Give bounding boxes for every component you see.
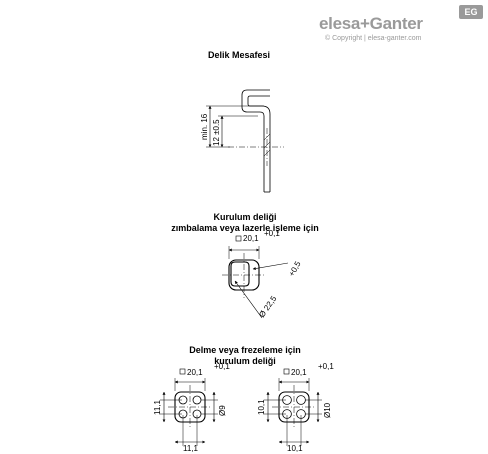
mounting-dim-square: 20,1 (243, 234, 259, 243)
hole-distance-title: Delik Mesafesi (207, 50, 271, 60)
drill-right-dim-diameter: Ø10 (323, 402, 332, 418)
brand-badge: EG (459, 5, 483, 19)
mounting-hole-title-2: zımbalama veya lazerle işleme için (171, 223, 319, 233)
square-symbol (179, 368, 186, 375)
drill-hole-title-1: Delme veya frezeleme için (189, 345, 301, 355)
dim-12: 12 ±0.5 (212, 119, 221, 146)
square-symbol (235, 235, 242, 242)
drill-right-dim-square: 20,1 (291, 368, 307, 377)
hole-distance-profile (206, 89, 284, 193)
drill-right-dim-bottom: 10,1 (287, 444, 303, 453)
brand-logo: elesa+Ganter (319, 14, 423, 33)
drill-left-dim-side: 11,1 (153, 399, 162, 415)
drill-hole-right-shape (264, 378, 322, 446)
mounting-tol-diameter: +0,5 (287, 259, 303, 278)
drill-left-dim-bottom: 11,1 (183, 444, 199, 453)
drill-hole-title-2: kurulum deliği (214, 356, 276, 366)
drill-left-tol: +0,1 (214, 362, 230, 371)
drill-right-tol: +0,1 (318, 362, 334, 371)
drill-hole-left-shape (160, 378, 218, 446)
mounting-hole-shape (222, 246, 289, 319)
mounting-hole-title-1: Kurulum deliği (213, 212, 277, 222)
square-symbol (283, 368, 290, 375)
mounting-dim-diameter: Ø 22,5 (257, 294, 278, 319)
drill-left-dim-square: 20,1 (187, 368, 203, 377)
mounting-tol-square: +0,1 (264, 229, 280, 238)
dim-min-16: min. 16 (200, 113, 209, 140)
drill-left-dim-diameter: Ø9 (218, 405, 227, 416)
copyright-text: © Copyright | elesa-ganter.com (325, 35, 422, 42)
drill-right-dim-side: 10,1 (257, 399, 266, 415)
